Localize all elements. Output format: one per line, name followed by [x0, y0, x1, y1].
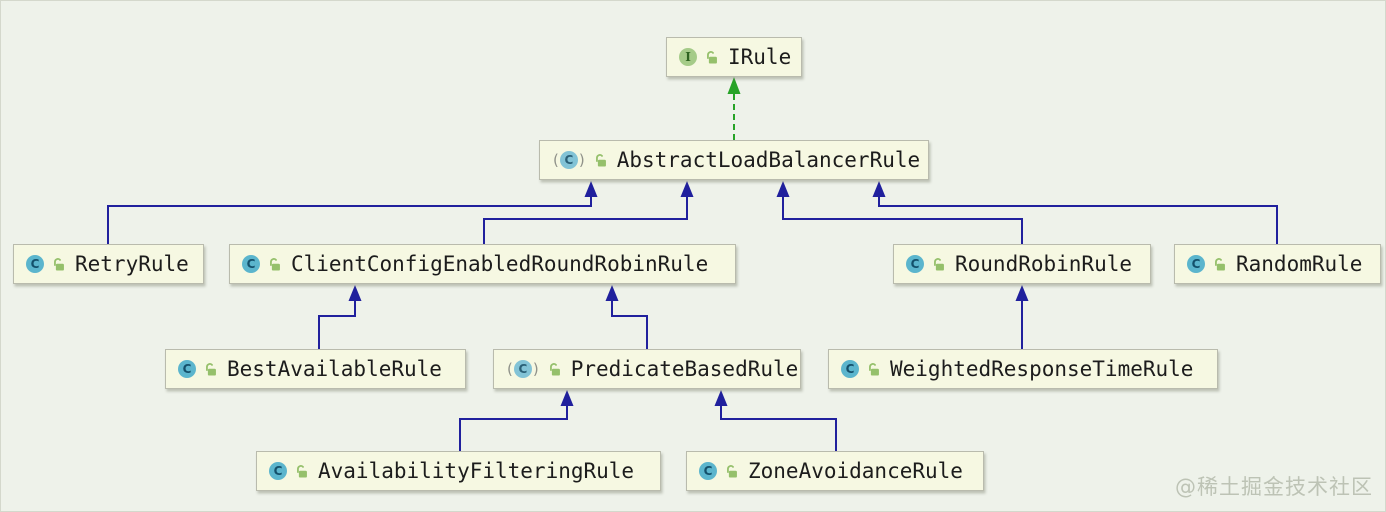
interface-icon-letter: I [679, 48, 697, 66]
edge-extends-retryrule-abstractloadbalancerrule [107, 181, 598, 244]
class-name: AvailabilityFilteringRule [318, 459, 635, 483]
class-icon-letter: C [269, 462, 287, 480]
edge-extends-weightedresponsetimerule-roundrobinrule [1015, 285, 1029, 349]
lock-open-icon [866, 362, 881, 377]
class-icon: C [1187, 255, 1205, 273]
abstract-class-icon: ( C ) [552, 151, 586, 169]
interface-node-irule[interactable]: I IRule [666, 37, 802, 77]
lock-open-icon [931, 257, 946, 272]
class-name: AbstractLoadBalancerRule [616, 148, 921, 172]
edge-implements-abstractloadbalancerrule-irule [727, 77, 741, 140]
edge-extends-roundrobinrule-abstractloadbalancerrule [776, 181, 1023, 244]
class-name: RandomRule [1236, 252, 1363, 276]
class-icon-letter: C [26, 255, 44, 273]
lock-open-icon [1212, 257, 1227, 272]
lock-open-icon [267, 257, 282, 272]
class-name: ClientConfigEnabledRoundRobinRule [291, 252, 709, 276]
edge-extends-randomrule-abstractloadbalancerrule [872, 181, 1278, 244]
class-icon-letter: C [699, 462, 717, 480]
watermark: @稀土掘金技术社区 [1175, 475, 1373, 499]
class-node-roundrobinrule[interactable]: C RoundRobinRule [893, 244, 1151, 284]
class-node-predicatebasedrule[interactable]: ( C ) PredicateBasedRule [493, 349, 801, 389]
class-icon: C [269, 462, 287, 480]
class-icon-letter: C [906, 255, 924, 273]
class-name: BestAvailableRule [227, 357, 442, 381]
lock-open-icon [547, 362, 562, 377]
class-name: IRule [728, 45, 792, 69]
edge-extends-bestavailablerule-clientconfigenabledroundrobinrule [318, 285, 362, 349]
lock-open-icon [294, 464, 309, 479]
class-name: WeightedResponseTimeRule [890, 357, 1194, 381]
lock-open-icon [203, 362, 218, 377]
abstract-paren-open: ( [553, 151, 559, 169]
class-icon-letter: C [513, 360, 532, 378]
class-icon: C [841, 360, 859, 378]
class-icon: C [699, 462, 717, 480]
class-icon: C [906, 255, 924, 273]
lock-open-icon [593, 153, 608, 168]
class-icon-letter: C [1187, 255, 1205, 273]
lock-open-icon [51, 257, 66, 272]
class-name: RoundRobinRule [955, 252, 1133, 276]
edge-extends-clientconfigenabledroundrobinrule-abstractloadbalancerrule [483, 181, 694, 244]
class-node-randomrule[interactable]: C RandomRule [1174, 244, 1381, 284]
class-node-clientconfigenabledroundrobinrule[interactable]: C ClientConfigEnabledRoundRobinRule [229, 244, 736, 284]
edge-extends-zoneavoidancerule-predicatebasedrule [714, 390, 837, 451]
abstract-paren-open: ( [507, 360, 513, 378]
class-icon: C [26, 255, 44, 273]
lock-open-icon [704, 50, 719, 65]
class-icon-letter: C [178, 360, 196, 378]
edge-extends-availabilityfilteringrule-predicatebasedrule [459, 390, 574, 451]
lock-open-icon [724, 464, 739, 479]
class-icon-letter: C [841, 360, 859, 378]
class-node-bestavailablerule[interactable]: C BestAvailableRule [165, 349, 466, 389]
class-node-abstractloadbalancerrule[interactable]: ( C ) AbstractLoadBalancerRule [539, 140, 929, 180]
class-icon-letter: C [242, 255, 260, 273]
class-icon-letter: C [559, 151, 578, 169]
class-icon: C [178, 360, 196, 378]
interface-icon: I [679, 48, 697, 66]
class-icon: C [242, 255, 260, 273]
class-node-retryrule[interactable]: C RetryRule [13, 244, 204, 284]
class-name: PredicateBasedRule [570, 357, 799, 381]
edge-extends-predicatebasedrule-clientconfigenabledroundrobinrule [605, 285, 648, 349]
abstract-paren-close: ) [578, 151, 585, 169]
class-node-zoneavoidancerule[interactable]: C ZoneAvoidanceRule [686, 451, 984, 491]
class-name: ZoneAvoidanceRule [748, 459, 963, 483]
abstract-paren-close: ) [532, 360, 539, 378]
class-node-weightedresponsetimerule[interactable]: C WeightedResponseTimeRule [828, 349, 1218, 389]
class-name: RetryRule [75, 252, 189, 276]
abstract-class-icon: ( C ) [506, 360, 540, 378]
class-node-availabilityfilteringrule[interactable]: C AvailabilityFilteringRule [256, 451, 661, 491]
